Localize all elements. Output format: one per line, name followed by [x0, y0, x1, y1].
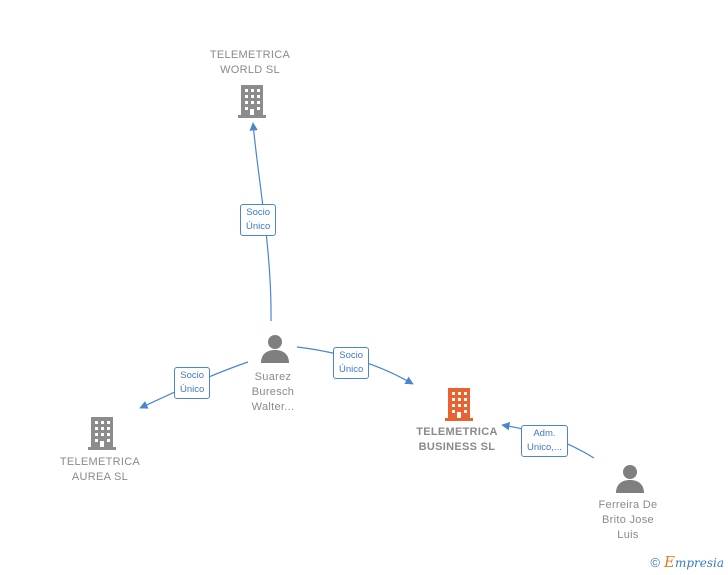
edge-label-socio-unico-aurea[interactable]: Socio Único — [174, 367, 211, 399]
node-label-telemetrica-business[interactable]: TELEMETRICA BUSINESS SL — [416, 426, 498, 453]
building-icon — [238, 85, 266, 118]
brand-initial: E — [663, 553, 675, 571]
edge-label-socio-unico-business[interactable]: Socio Único — [333, 347, 370, 379]
node-label-ferreira-de-brito-jose-luis[interactable]: Ferreira De Brito Jose Luis — [598, 499, 658, 541]
empresia-logo[interactable]: ©Empresia — [650, 553, 724, 571]
building-icon — [445, 388, 473, 421]
edge-label-adm-unico[interactable]: Adm. Unico,... — [521, 425, 568, 457]
node-label-telemetrica-aurea[interactable]: TELEMETRICA AUREA SL — [59, 456, 141, 483]
building-icon — [88, 417, 116, 450]
person-icon — [616, 465, 644, 493]
node-label-suarez-buresch-walter[interactable]: Suarez Buresch Walter... — [251, 371, 295, 413]
brand-name: mpresia — [674, 556, 724, 570]
person-icon — [261, 335, 289, 363]
edge-label-socio-unico-world[interactable]: Socio Único — [240, 204, 277, 236]
copyright-symbol: © — [650, 555, 660, 570]
node-label-telemetrica-world[interactable]: TELEMETRICA WORLD SL — [209, 49, 291, 76]
